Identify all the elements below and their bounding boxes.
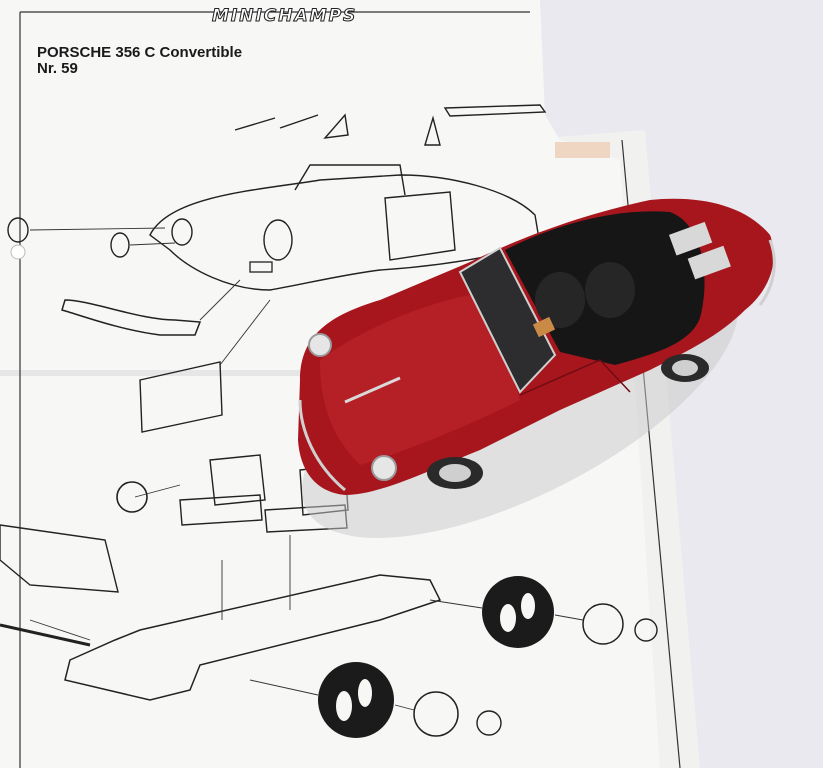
rear-bench-diagram <box>0 524 119 593</box>
chassis-diagram <box>64 574 442 701</box>
headlight-left <box>308 333 332 357</box>
punch-hole <box>10 244 26 260</box>
tire-diagram-2 <box>318 662 502 738</box>
car-model <box>298 198 776 538</box>
brand-logo: MINICHAMPS <box>211 6 358 27</box>
engine-grille-2 <box>687 245 731 280</box>
door-panel-diagram <box>139 361 223 433</box>
grille-part <box>249 261 273 273</box>
engine-grille-1 <box>668 221 713 256</box>
seat-right <box>585 262 635 318</box>
model-number: Nr. 59 <box>37 60 78 77</box>
car-hood <box>320 295 520 465</box>
leader-lines <box>29 227 584 711</box>
model-title: PORSCHE 356 C Convertible <box>37 44 243 61</box>
front-bumper <box>298 399 346 492</box>
headlight-part-2 <box>110 232 130 258</box>
car-windshield <box>458 246 557 394</box>
headlight-right <box>371 455 397 481</box>
hubcap-rear <box>672 360 698 376</box>
steering-wheel-diagram <box>116 481 148 513</box>
headlight-part <box>7 217 29 243</box>
dash-detail <box>532 316 556 338</box>
hood-trim <box>344 376 401 404</box>
hubcap-front <box>439 464 471 482</box>
car-door-line <box>519 359 631 396</box>
axle-diagram <box>0 623 91 647</box>
rear-bumper <box>758 239 776 306</box>
seat-left <box>535 272 585 328</box>
tape <box>555 142 610 158</box>
windshield-parts <box>234 104 547 146</box>
bumper-diagram <box>61 299 202 336</box>
tire-diagram-1 <box>482 576 658 648</box>
